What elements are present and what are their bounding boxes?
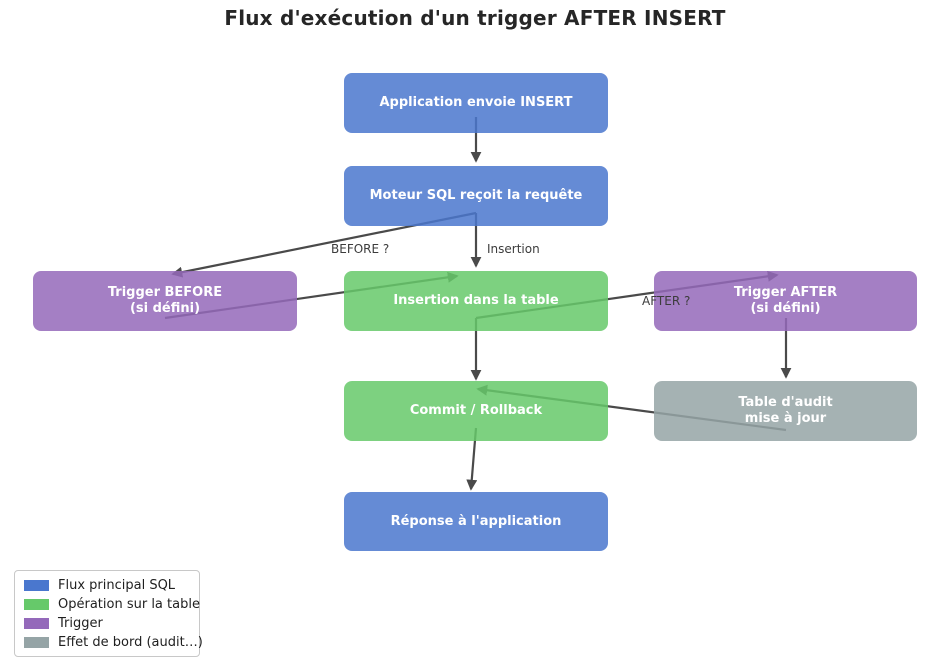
legend-swatch-blue-icon [24, 579, 49, 591]
node-label: Moteur SQL reçoit la requête [369, 188, 583, 203]
legend-item-label: Trigger [58, 615, 103, 631]
legend-swatch-green-icon [24, 598, 49, 610]
node-sql-engine: Moteur SQL reçoit la requête [344, 166, 608, 226]
node-trigger-before: Trigger BEFORE (si défini) [33, 271, 297, 331]
edge-label-before: BEFORE ? [331, 242, 390, 256]
diagram-title: Flux d'exécution d'un trigger AFTER INSE… [224, 6, 726, 30]
node-label: Commit / Rollback [409, 403, 543, 418]
legend-item-effet-de-bord: Effet de bord (audit…) [24, 634, 203, 650]
legend-swatch-gray-icon [24, 636, 49, 648]
legend: Flux principal SQL Opération sur la tabl… [14, 570, 203, 657]
edge-label-insertion: Insertion [487, 242, 540, 256]
node-application-insert: Application envoie INSERT [344, 73, 608, 133]
edge-label-after: AFTER ? [642, 294, 691, 308]
legend-item-operation-table: Opération sur la table [24, 596, 200, 612]
legend-item-label: Flux principal SQL [58, 577, 176, 593]
legend-swatch-purple-icon [24, 617, 49, 629]
node-trigger-after: Trigger AFTER (si défini) [654, 271, 917, 331]
node-label: Application envoie INSERT [379, 95, 573, 110]
node-label-line2: mise à jour [744, 411, 827, 426]
node-label: Insertion dans la table [393, 293, 559, 308]
node-label-line1: Table d'audit [738, 395, 833, 410]
node-commit-rollback: Commit / Rollback [344, 381, 608, 441]
node-insertion-table: Insertion dans la table [344, 271, 608, 331]
legend-item-label: Opération sur la table [58, 596, 200, 612]
node-label-line2: (si défini) [129, 301, 201, 316]
node-label: Réponse à l'application [390, 513, 562, 529]
legend-item-flux-principal: Flux principal SQL [24, 577, 190, 593]
node-label-line1: Trigger BEFORE [107, 285, 223, 300]
legend-item-label: Effet de bord (audit…) [58, 634, 203, 650]
node-audit-table: Table d'audit mise à jour [654, 381, 917, 441]
node-response-application: Réponse à l'application [344, 492, 608, 551]
node-label-line2: (si défini) [750, 301, 821, 316]
legend-item-trigger: Trigger [24, 615, 190, 631]
node-label-line1: Trigger AFTER [733, 285, 838, 300]
